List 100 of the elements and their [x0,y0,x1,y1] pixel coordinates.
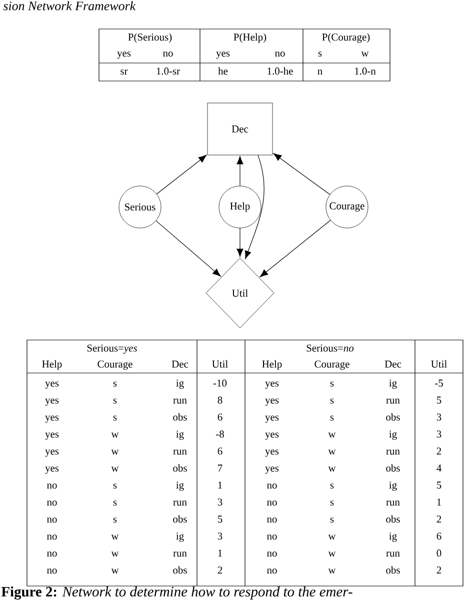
table-cell: run [386,450,400,455]
table-cell: 4 [436,464,442,472]
table-cell: yes [265,382,279,389]
table-cell: -10 [213,380,227,387]
decision-box: Dec [207,102,273,156]
table-cell: run [173,398,187,404]
arrow [244,154,264,259]
column-header: s [318,52,322,57]
table-cell: 2 [436,448,442,454]
table-cell: no [47,568,57,574]
table-cell: 3 [218,498,222,506]
table-cell: run [386,552,400,557]
column-header: Help [42,360,62,370]
column-header: yes [216,52,230,59]
table-cell: w [111,466,119,472]
table-cell: obs [173,566,187,574]
column-header: Courage [98,360,132,370]
table-cell: n [318,70,322,74]
column-header: yes [117,52,131,59]
arrow [273,153,330,195]
column-header: Dec [172,360,188,368]
arrow [156,220,221,276]
table-cell: -8 [216,430,224,438]
table-cell: 5 [437,396,442,404]
table-cell: yes [45,416,59,423]
table-cell: 1.0-sr [156,68,180,75]
table-cell: w [111,568,119,574]
arrow [260,220,331,278]
table-cell: 6 [218,414,222,421]
table-cell: w [328,450,336,455]
table-cell: 1 [437,498,441,506]
table-cell: no [267,518,277,523]
table-cell: yes [265,398,279,406]
table-cell: yes [45,382,59,389]
table-cell: s [113,416,117,421]
table-cell: w [111,534,119,540]
table-cell: 3 [436,430,442,438]
table-cell: no [267,500,277,506]
table-cell: w [328,432,336,438]
table-cell: 5 [218,516,222,523]
table-cell: obs [173,464,187,472]
table-cell: ig [176,532,184,542]
table-cell: obs [173,413,187,421]
table-cell: run [173,500,187,506]
table-cell: ig [176,430,184,440]
table-cell: run [173,552,187,557]
table-cell: s [330,416,334,421]
table-cell: obs [386,566,400,574]
table-cell: 5 [437,482,442,489]
table-cell: obs [386,464,400,472]
table-cell: he [218,67,228,75]
column-header: P(Help) [234,33,266,43]
column-header: no [163,52,173,57]
table-cell: ig [176,482,184,491]
table-cell: 2 [436,516,442,522]
column-header: Help [262,360,282,370]
table-cell: s [330,398,334,404]
table-cell: w [111,432,119,438]
table-cell: yes [265,432,279,440]
table-cell: sr [120,70,128,75]
table-cell: 8 [218,396,222,404]
table-cell: no [267,552,277,557]
title: sion Network Framework [3,1,136,10]
column-header: Serious=yes [87,344,137,354]
table-cell: run [386,500,400,506]
arrow [236,156,244,186]
table-cell: yes [45,450,59,457]
table-cell: s [113,398,117,404]
table-cell: s [330,382,334,387]
column-header: Serious=no [306,344,354,352]
table-cell: 6 [436,532,442,540]
table-cell: obs [173,515,187,523]
table-cell: no [267,534,277,540]
column-header: P(Serious) [128,33,172,43]
table-cell: 1.0-he [268,67,293,75]
table-cell: yes [45,466,59,474]
column-header: no [275,52,285,57]
column-header: Util [212,360,228,368]
table-cell: 2 [436,566,442,574]
table-cell: w [111,450,119,455]
table-cell: 2 [218,566,222,574]
table-cell: ig [389,532,397,542]
table-cell: no [47,552,57,557]
table-cell: s [113,518,117,523]
table-cell: obs [386,413,400,421]
table-cell: no [47,500,57,506]
table-cell: w [328,466,336,472]
table-cell: no [47,484,57,489]
table-cell: ig [389,482,397,491]
column-header: w [361,52,369,57]
table-cell: -5 [435,380,443,387]
arrow [236,228,244,257]
table-cell: s [113,500,117,506]
table-cell: 3 [218,532,222,540]
table-cell: no [47,518,57,523]
table-cell: no [47,534,57,540]
table-cell: 1.0-n [355,68,376,75]
caption: Figure 2: Network to determine how to respond to the emer- [1,586,352,600]
arrow [156,154,207,194]
column-header: P(Courage) [322,33,370,43]
